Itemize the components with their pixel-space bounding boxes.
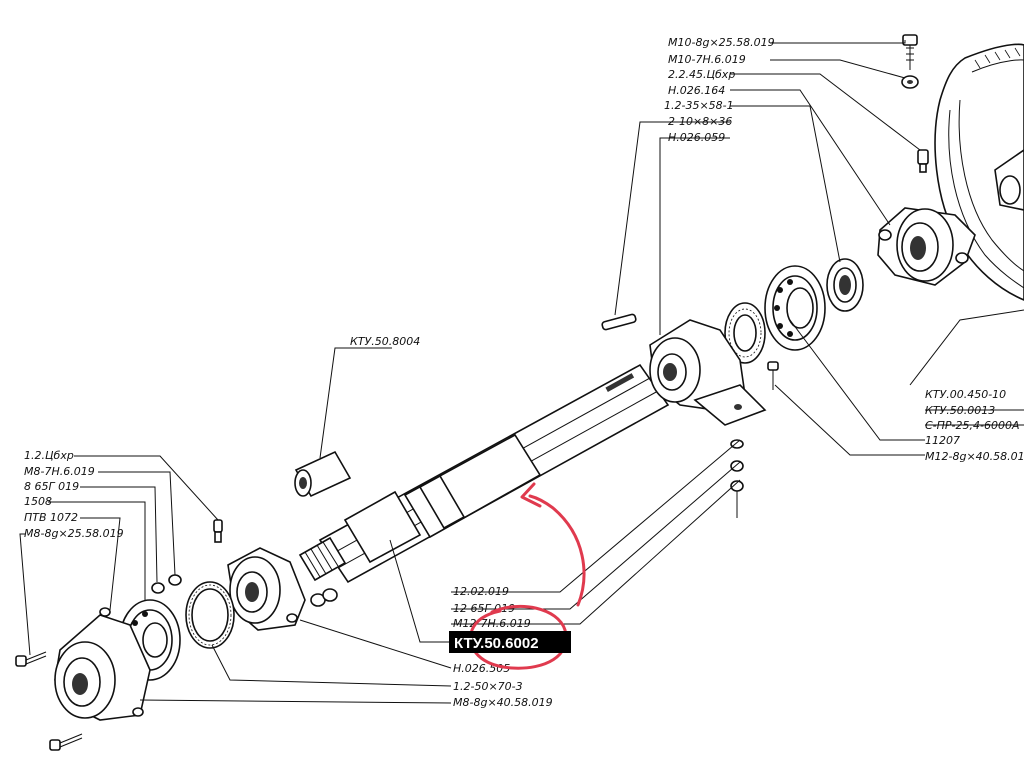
shaft-pin (601, 313, 637, 331)
label-washer-8: 8 65Г 019 (24, 480, 79, 493)
red-annotation (469, 482, 586, 670)
highlight-part-label: КТУ.50.6002 (449, 631, 571, 653)
annotation-arrowhead (520, 482, 542, 508)
leader-lines (19, 40, 1024, 704)
label-11207: 11207 (925, 434, 960, 447)
label-kty00450: КТУ.00.450-10 (925, 388, 1006, 401)
bearing-housing-upper (649, 319, 767, 426)
label-m12-bolt-top: M12-8g×40.58.019 (925, 450, 1024, 463)
label-ptv: ПТВ 1072 (24, 511, 78, 524)
label-1508: 1508 (24, 495, 52, 508)
washer-8 (151, 582, 165, 594)
bolt-m8-lower (49, 733, 83, 751)
label-m8-bolt-40: M8-8g×40.58.019 (453, 696, 553, 709)
seal-ring-lower (185, 581, 235, 649)
label-m10-bolt: M10-8g×25.58.019 (668, 36, 775, 49)
nut-m8 (168, 574, 182, 586)
label-m12-nut: M12-7H.6.019 (453, 617, 531, 630)
label-grease-left: 1.2.Цбхр (24, 449, 74, 462)
label-h026164: H.026.164 (668, 84, 725, 97)
label-kty500013: КТУ.50.0013 (925, 404, 995, 417)
bolt-m10 (902, 34, 918, 70)
flanged-housing-lower (227, 547, 306, 631)
grease-fitting-top (917, 149, 929, 173)
bolt-m12-top (767, 361, 779, 390)
bushing (294, 450, 352, 498)
grease-fitting-left (213, 519, 223, 543)
highlight-part-number: КТУ.50.6002 (454, 635, 539, 652)
ball-bearing-lower (119, 599, 181, 681)
label-1202: 12.02.019 (453, 585, 509, 598)
label-bearing-top: С-ПР-25,4-6000А (925, 419, 1020, 432)
label-h026505: H.026.505 (453, 662, 510, 675)
washers-lower (310, 588, 338, 607)
main-shaft (298, 363, 670, 584)
label-grease-top: 2.2.45.Цбхр (668, 68, 735, 81)
label-m8-bolt-25: M8-8g×25.58.019 (24, 527, 124, 540)
label-m8-nut: M8-7H.6.019 (24, 465, 95, 478)
bolt-m8-upper (15, 651, 47, 667)
nut-m10 (901, 75, 919, 89)
seal-ring-top (826, 258, 864, 312)
label-pin: 2-10×8×36 (668, 115, 732, 128)
ball-bearing-top (764, 265, 826, 351)
label-h026059: H.026.059 (668, 131, 725, 144)
label-m10-nut: M10-7H.6.019 (668, 53, 746, 66)
end-housing-lower (54, 607, 151, 721)
annotation-circle (469, 604, 568, 670)
flanged-housing-top (877, 207, 976, 286)
label-seal-50: 1.2-50×70-3 (453, 680, 523, 693)
label-seal-35: 1.2-35×58-1 (664, 99, 734, 112)
label-kty508004: КТУ.50.8004 (350, 335, 420, 348)
annotation-arrow (528, 494, 586, 607)
part-labels: M10-8g×25.58.019 M10-7H.6.019 2.2.45.Цбх… (24, 36, 1024, 709)
washers-m12 (730, 439, 744, 518)
textured-washer-top (724, 302, 766, 364)
